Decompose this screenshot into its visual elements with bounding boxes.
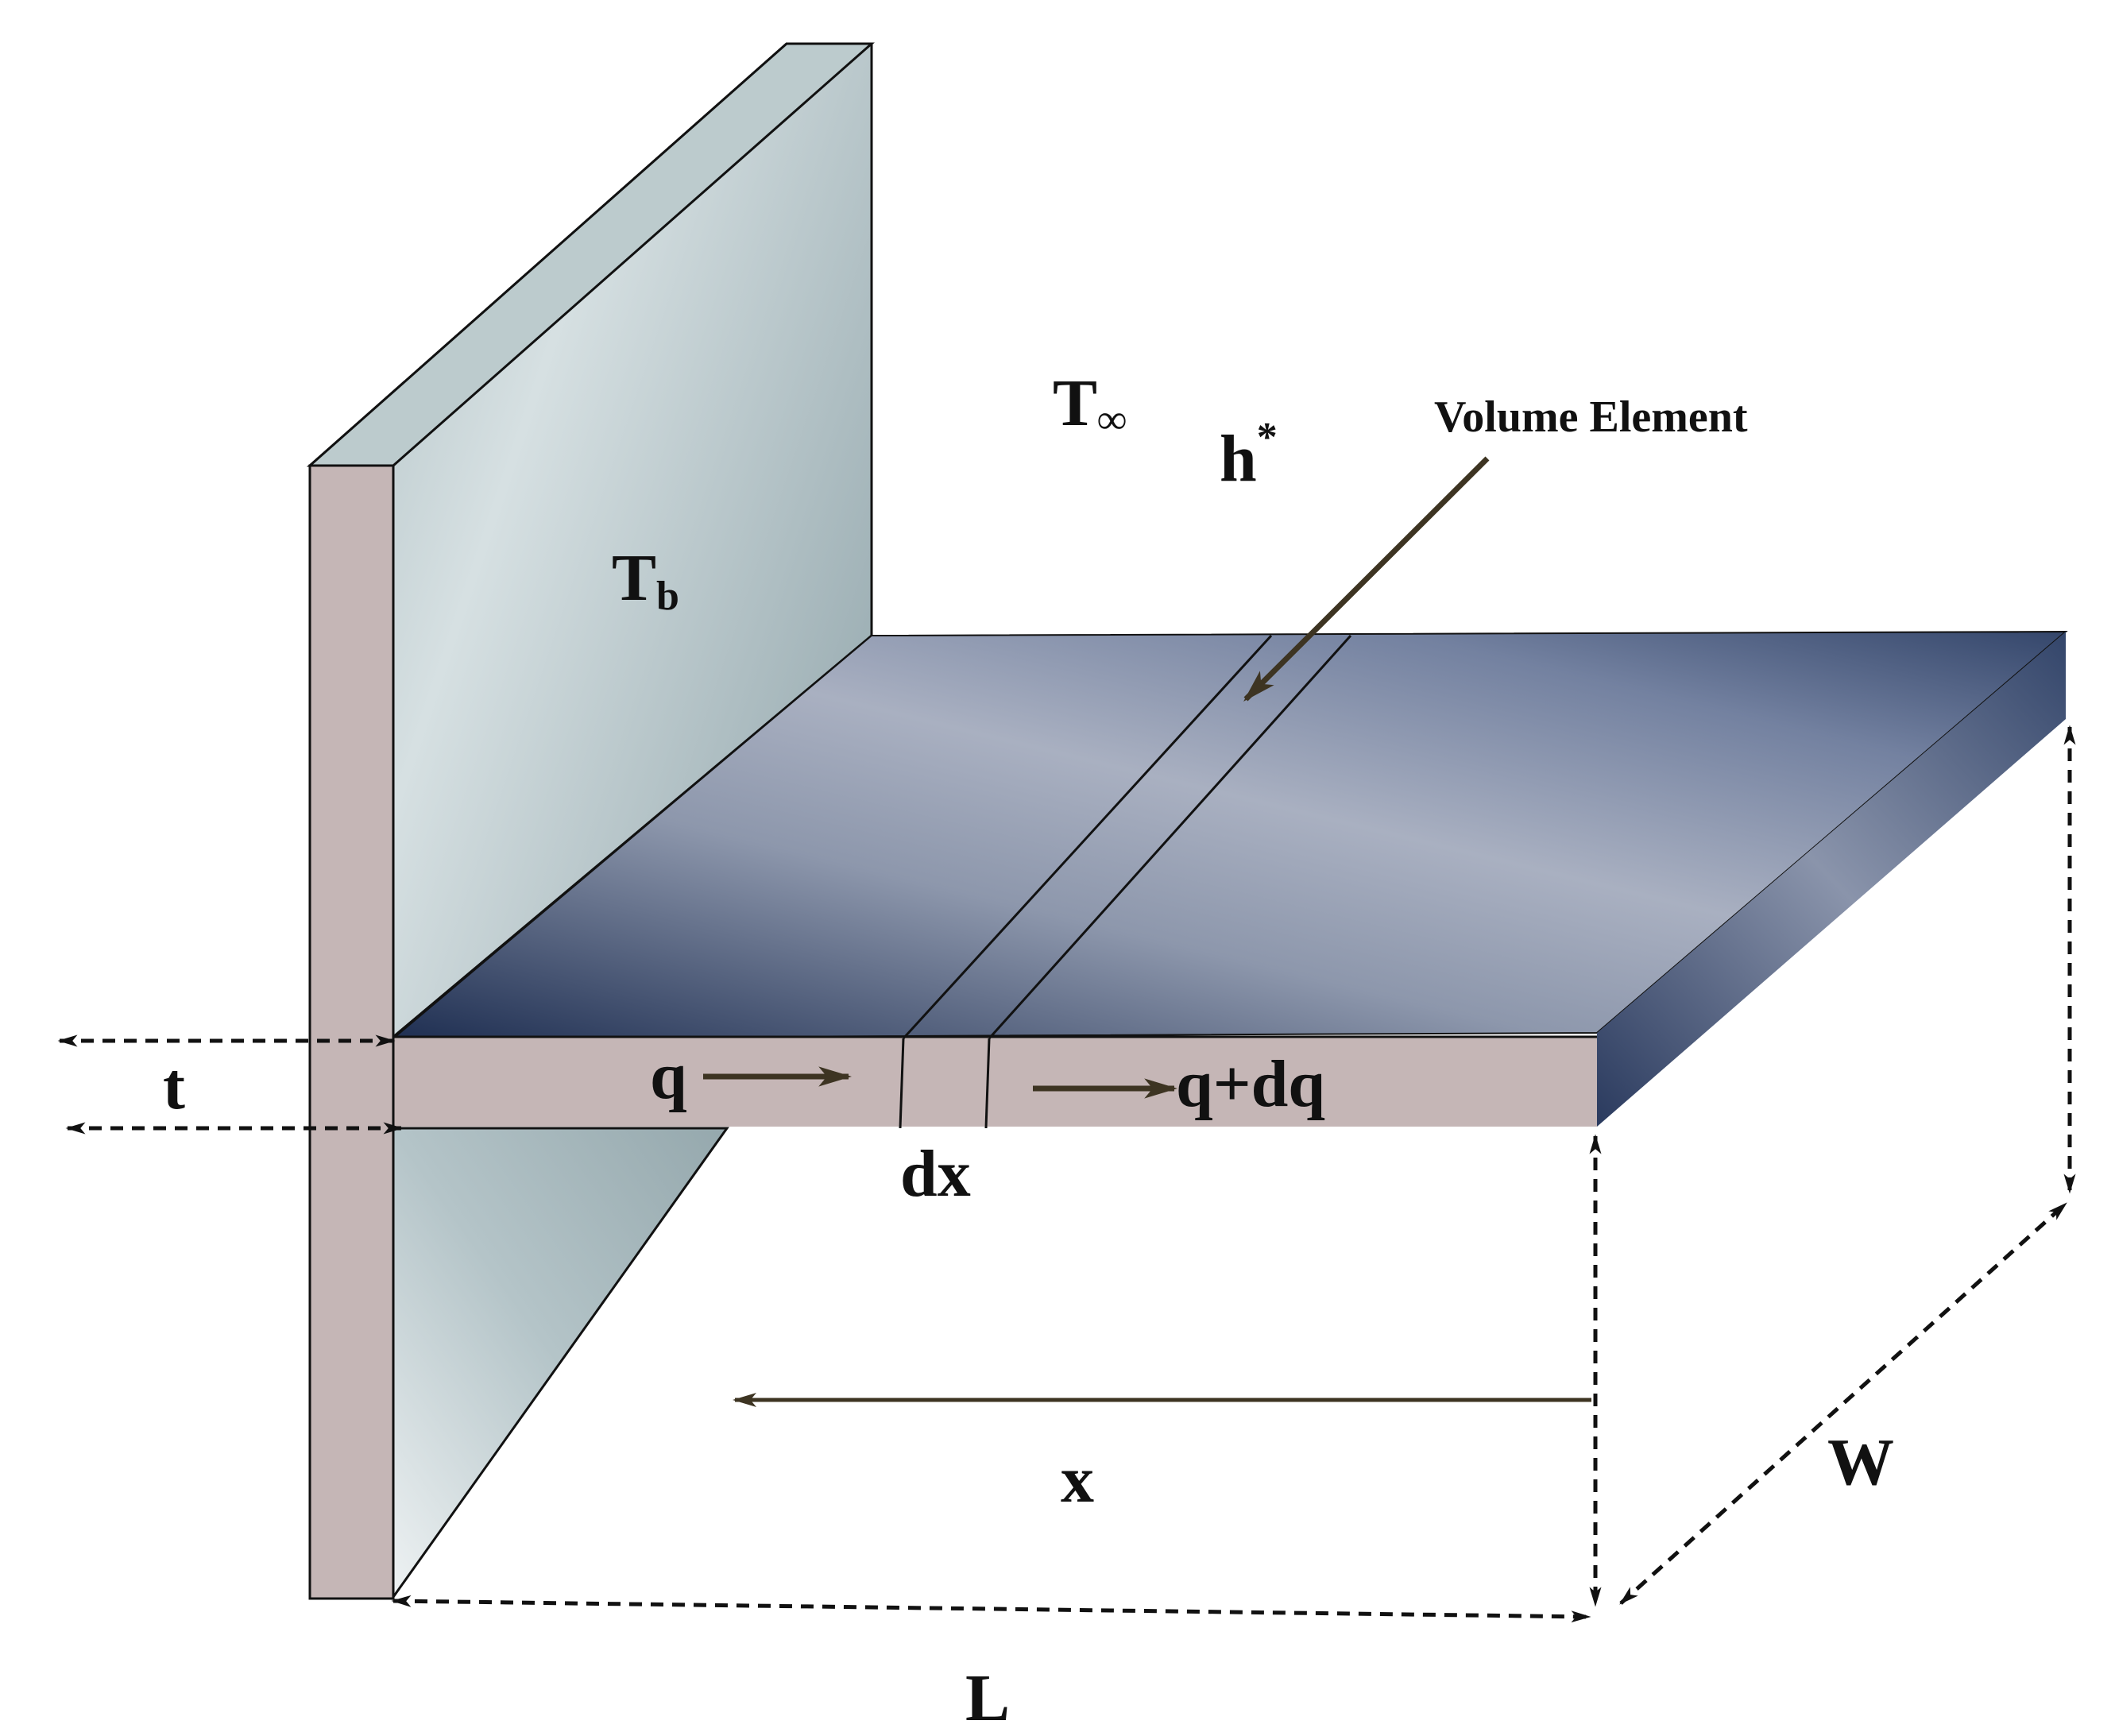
q-plus-dq-label: q+dq (1176, 1047, 1325, 1121)
w-label: W (1827, 1425, 1894, 1499)
x-label: x (1061, 1443, 1094, 1517)
dx-label: dx (900, 1137, 971, 1211)
w-dim-diagonal (1619, 1202, 2067, 1605)
fin-side-face (1597, 632, 2066, 1127)
volume-element-label: Volume Element (1434, 392, 1748, 442)
volume-element-arrow (1243, 456, 1490, 702)
volume-element-line-right (988, 634, 1352, 1040)
volume-element-front-left (899, 1038, 905, 1129)
thickness-label: t (163, 1050, 185, 1123)
t-base-label: Tb (612, 541, 679, 619)
fin-front-face (393, 1037, 1597, 1127)
l-dim (391, 1595, 1591, 1623)
l-label: L (965, 1661, 1010, 1735)
volume-element-front-right (984, 1038, 991, 1129)
wall-face-lower (392, 1127, 729, 1601)
q-label: q (650, 1039, 687, 1113)
volume-element-line-left (902, 634, 1273, 1040)
t-infinity-label: T∞ (1053, 366, 1127, 443)
wall-front-edge (308, 464, 395, 1600)
h-star-label: h* (1220, 415, 1278, 496)
